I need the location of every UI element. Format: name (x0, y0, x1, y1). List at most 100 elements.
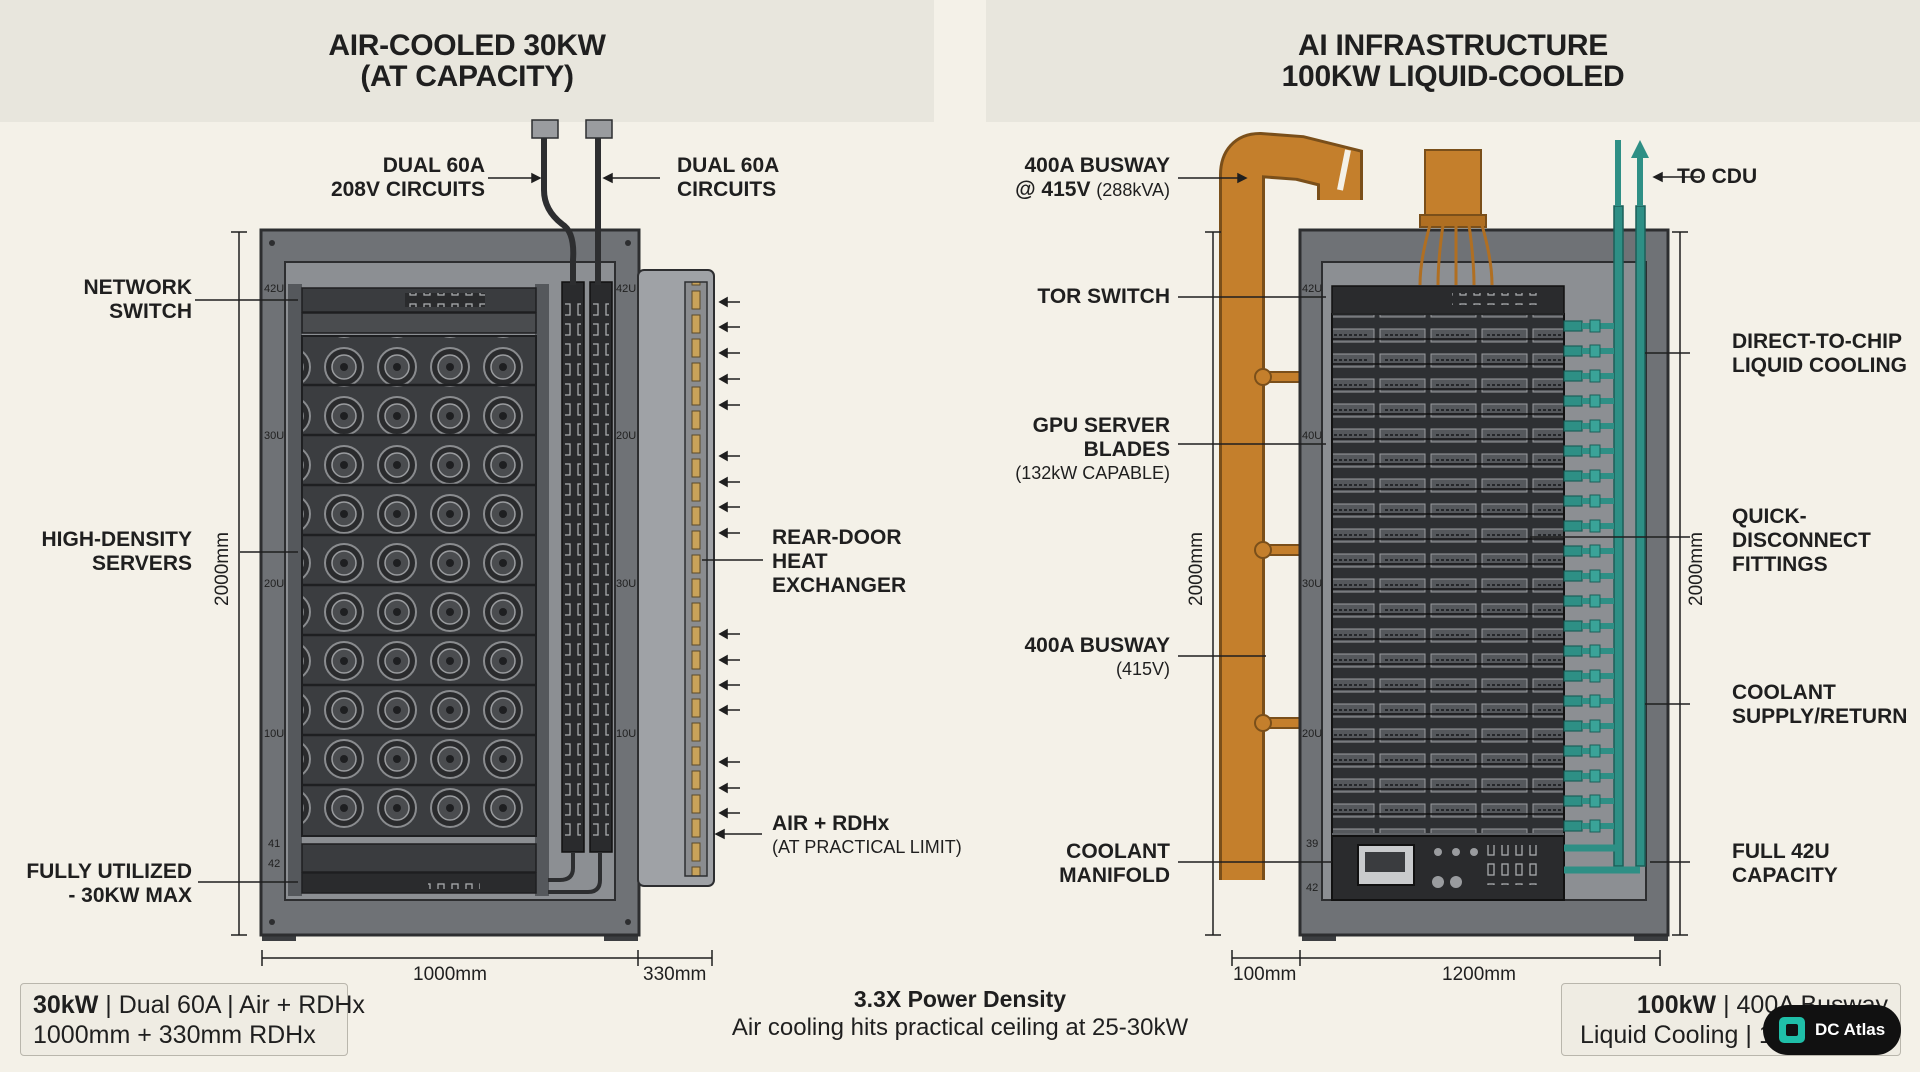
quick-disconnect-fitting (1563, 470, 1583, 482)
coolant-connector (1589, 519, 1601, 533)
coolant-connector (1589, 569, 1601, 583)
rack-unit-42u: 42U (264, 283, 285, 295)
quick-disconnect-fitting (1563, 770, 1583, 782)
label-line: LIQUID COOLING (1732, 354, 1907, 377)
coolant-connector (1589, 819, 1601, 833)
label-line: HEAT (772, 550, 828, 573)
left-summary-line2: 1000mm + 330mm RDHx (33, 1021, 316, 1049)
quick-disconnect-fitting (1563, 570, 1583, 582)
label-line: DUAL 60A (382, 154, 485, 177)
quick-disconnect-fitting (1563, 645, 1583, 657)
left-title-line1: AIR-COOLED 30KW (328, 29, 606, 62)
coolant-connector (1589, 319, 1601, 333)
high-density-servers-label: HIGH-DENSITY SERVERS (20, 528, 192, 576)
label-line: CAPACITY (1732, 864, 1838, 887)
right-leader-lines (1178, 171, 1700, 863)
label-line: 400A BUSWAY (1024, 154, 1170, 177)
label-line: - 30KW MAX (68, 884, 192, 907)
label-line: REAR-DOOR (772, 526, 902, 549)
label-line: FULLY UTILIZED (26, 860, 192, 883)
quick-disconnect-fitting (1563, 495, 1583, 507)
right-summary-line2: Liquid Cooling | 12 (1580, 1021, 1787, 1049)
label-line: 208V CIRCUITS (330, 178, 485, 201)
generated-rack-details (1332, 313, 1614, 833)
fully-utilized-label: FULLY UTILIZED - 30KW MAX (10, 860, 192, 908)
coolant-connector (1589, 494, 1601, 508)
label-line: EXCHANGER (772, 574, 907, 597)
coolant-connector (1589, 669, 1601, 683)
label-sub-line: (AT PRACTICAL LIMIT) (772, 837, 962, 857)
left-panel-title: AIR-COOLED 30KW (AT CAPACITY) (0, 0, 934, 122)
quick-disconnect-fitting (1563, 620, 1583, 632)
label-line: MANIFOLD (1059, 864, 1170, 887)
rack-unit-20u: 20U (264, 578, 285, 590)
quick-disconnect-fitting (1563, 795, 1583, 807)
dc-atlas-badge[interactable]: DC Atlas (1763, 1005, 1901, 1055)
label-line: QUICK- (1732, 505, 1807, 528)
coolant-connector (1589, 644, 1601, 658)
label-line: BLADES (1083, 438, 1170, 461)
right-title-line2: 100KW LIQUID-COOLED (1281, 60, 1625, 93)
air-rdhx-label: AIR + RDHx (AT PRACTICAL LIMIT) (772, 812, 962, 858)
coolant-connector (1589, 619, 1601, 633)
full-42u-label: FULL 42U CAPACITY (1732, 840, 1838, 888)
dc-atlas-label: DC Atlas (1815, 1020, 1886, 1039)
coolant-manifold-label: COOLANT MANIFOLD (1000, 840, 1170, 888)
coolant-connector (1589, 419, 1601, 433)
direct-to-chip-label: DIRECT-TO-CHIP LIQUID COOLING (1732, 330, 1907, 378)
power-density-headline: 3.3X Power Density (853, 986, 1067, 1012)
pdu-unit-42u: 42U (616, 283, 637, 295)
busway-415v-label: 400A BUSWAY @ 415V (288kVA) (1000, 154, 1170, 202)
right-rack-unit-42: 42 (1306, 882, 1319, 894)
coolant-connector (1589, 444, 1601, 458)
right-rack (1219, 131, 1670, 941)
quick-disconnect-fitting (1563, 820, 1583, 832)
label-line: DUAL 60A (677, 154, 780, 177)
busway-label: 400A BUSWAY (415V) (1000, 634, 1170, 680)
quick-disconnect-fitting (1563, 320, 1583, 332)
left-dimension-lines (231, 231, 713, 966)
label-line: 400A BUSWAY (1024, 634, 1170, 657)
label-line: HIGH-DENSITY (41, 528, 192, 551)
coolant-connector (1589, 744, 1601, 758)
power-density-note: 3.3X Power Density Air cooling hits prac… (660, 985, 1260, 1043)
pdu-unit-20u: 20U (616, 430, 637, 442)
label-line: FITTINGS (1732, 553, 1828, 576)
label-line: SERVERS (92, 552, 192, 575)
quick-disconnect-fitting (1563, 745, 1583, 757)
right-height-dimension-left: 2000mm (1186, 532, 1207, 606)
right-rack-unit-40u: 40U (1302, 430, 1323, 442)
label-line: COOLANT (1732, 681, 1836, 704)
label-sub-line: (132kW CAPABLE) (1015, 463, 1170, 483)
to-cdu-label: TO CDU (1677, 165, 1758, 188)
coolant-connector (1589, 594, 1601, 608)
right-rack-unit-39: 39 (1306, 838, 1319, 850)
left-width-dimension: 1000mm (413, 964, 487, 985)
left-summary-power: 30kW (33, 991, 99, 1019)
coolant-connector (1589, 394, 1601, 408)
label-line: GPU SERVER (1032, 414, 1170, 437)
quick-disconnect-fitting (1563, 670, 1583, 682)
right-height-dimension-right: 2000mm (1686, 532, 1707, 606)
busway-width-dimension: 100mm (1233, 964, 1297, 985)
right-rack-unit-20u: 20U (1302, 728, 1323, 740)
left-title-line2: (AT CAPACITY) (360, 60, 574, 93)
label-line: DISCONNECT (1732, 529, 1871, 552)
quick-disconnect-fitting (1563, 595, 1583, 607)
quick-disconnect-fitting (1563, 720, 1583, 732)
rack-unit-41: 41 (268, 838, 281, 850)
coolant-connector (1589, 719, 1601, 733)
label-line: DIRECT-TO-CHIP (1732, 330, 1902, 353)
dual-60a-circuits-label: DUAL 60A CIRCUITS (677, 154, 779, 202)
label-line: NETWORK (83, 276, 193, 299)
label-line: SWITCH (109, 300, 192, 323)
right-panel-title: AI INFRASTRUCTURE 100KW LIQUID-COOLED (986, 0, 1920, 122)
power-density-subline: Air cooling hits practical ceiling at 25… (731, 1014, 1189, 1041)
tor-switch-label: TOR SWITCH (1037, 285, 1170, 308)
coolant-supply-return-label: COOLANT SUPPLY/RETURN (1732, 681, 1907, 729)
label-line: FULL 42U (1732, 840, 1830, 863)
label-line: COOLANT (1066, 840, 1170, 863)
coolant-connector (1589, 469, 1601, 483)
dc-atlas-logo-icon (1779, 1017, 1805, 1043)
label-sub-line: (415V) (1115, 659, 1170, 679)
